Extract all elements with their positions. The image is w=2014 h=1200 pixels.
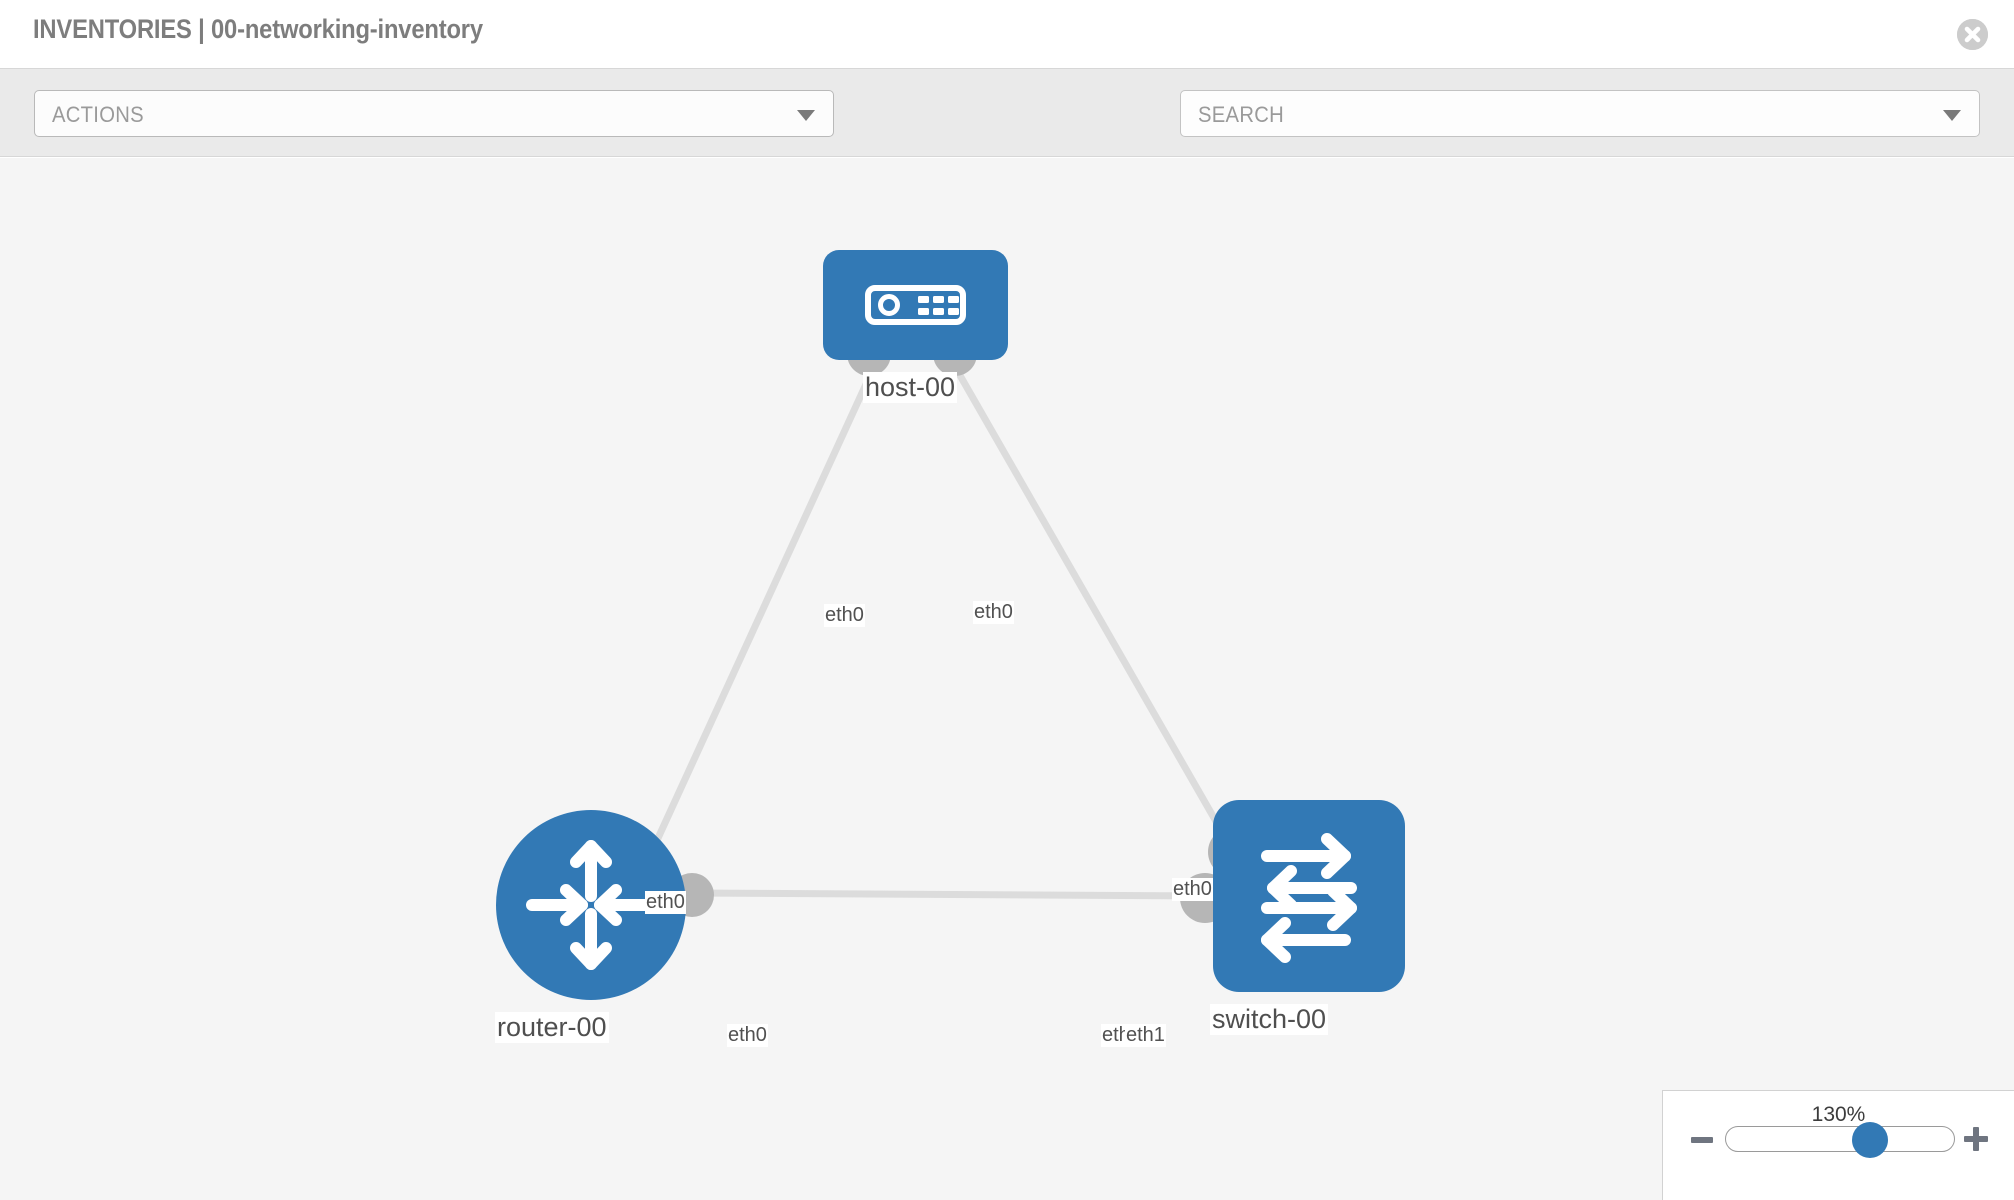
router-arrows-icon bbox=[526, 840, 656, 970]
close-icon[interactable] bbox=[1957, 19, 1988, 50]
server-device-icon bbox=[865, 285, 966, 325]
port-label-router00-eth0-up: eth0 bbox=[645, 891, 686, 914]
switch-00-label: switch-00 bbox=[1210, 1004, 1329, 1035]
topology-node-host-00[interactable]: host-00 bbox=[823, 250, 1008, 403]
plus-icon[interactable] bbox=[1964, 1127, 1988, 1151]
port-label-switch00-eth: eth bbox=[1101, 1024, 1131, 1047]
port-label-router00-eth0: eth0 bbox=[727, 1024, 768, 1047]
zoom-control: 130% bbox=[1662, 1090, 2014, 1200]
topology-canvas[interactable]: host-00 router-00 bbox=[0, 158, 2014, 1200]
page-header: INVENTORIES | 00-networking-inventory bbox=[0, 0, 2014, 69]
host-00-shape[interactable] bbox=[823, 250, 1008, 360]
minus-icon[interactable] bbox=[1691, 1137, 1713, 1143]
chevron-down-icon[interactable] bbox=[1943, 110, 1961, 121]
edge-router00-switch00 bbox=[689, 889, 1216, 900]
topology-node-switch-00[interactable]: switch-00 bbox=[1210, 800, 1405, 1035]
router-00-label: router-00 bbox=[495, 1012, 609, 1043]
edge-host00-switch00 bbox=[946, 356, 1241, 860]
actions-dropdown-label: ACTIONS bbox=[52, 102, 144, 127]
actions-dropdown[interactable]: ACTIONS bbox=[34, 90, 834, 137]
edge-host00-router00 bbox=[644, 356, 882, 862]
search-input[interactable]: SEARCH bbox=[1180, 90, 1980, 137]
page-title: INVENTORIES | 00-networking-inventory bbox=[33, 14, 483, 44]
port-label-switch00-eth1: eth1 bbox=[1125, 1024, 1166, 1047]
zoom-percent-label: 130% bbox=[1811, 1103, 1866, 1126]
switch-arrows-icon bbox=[1261, 833, 1357, 963]
port-label-host00-eth0-right: eth0 bbox=[973, 601, 1014, 624]
zoom-slider-handle[interactable] bbox=[1852, 1122, 1888, 1158]
port-label-switch00-eth0: eth0 bbox=[1172, 878, 1213, 901]
zoom-slider-track[interactable] bbox=[1725, 1122, 1955, 1158]
toolbar: ACTIONS SEARCH bbox=[0, 69, 2014, 198]
search-placeholder: SEARCH bbox=[1198, 102, 1285, 127]
host-00-label: host-00 bbox=[863, 372, 958, 403]
port-label-host00-eth0-left: eth0 bbox=[824, 604, 865, 627]
edge-lines bbox=[644, 356, 1241, 900]
switch-00-shape[interactable] bbox=[1213, 800, 1405, 992]
chevron-down-icon bbox=[797, 110, 815, 121]
